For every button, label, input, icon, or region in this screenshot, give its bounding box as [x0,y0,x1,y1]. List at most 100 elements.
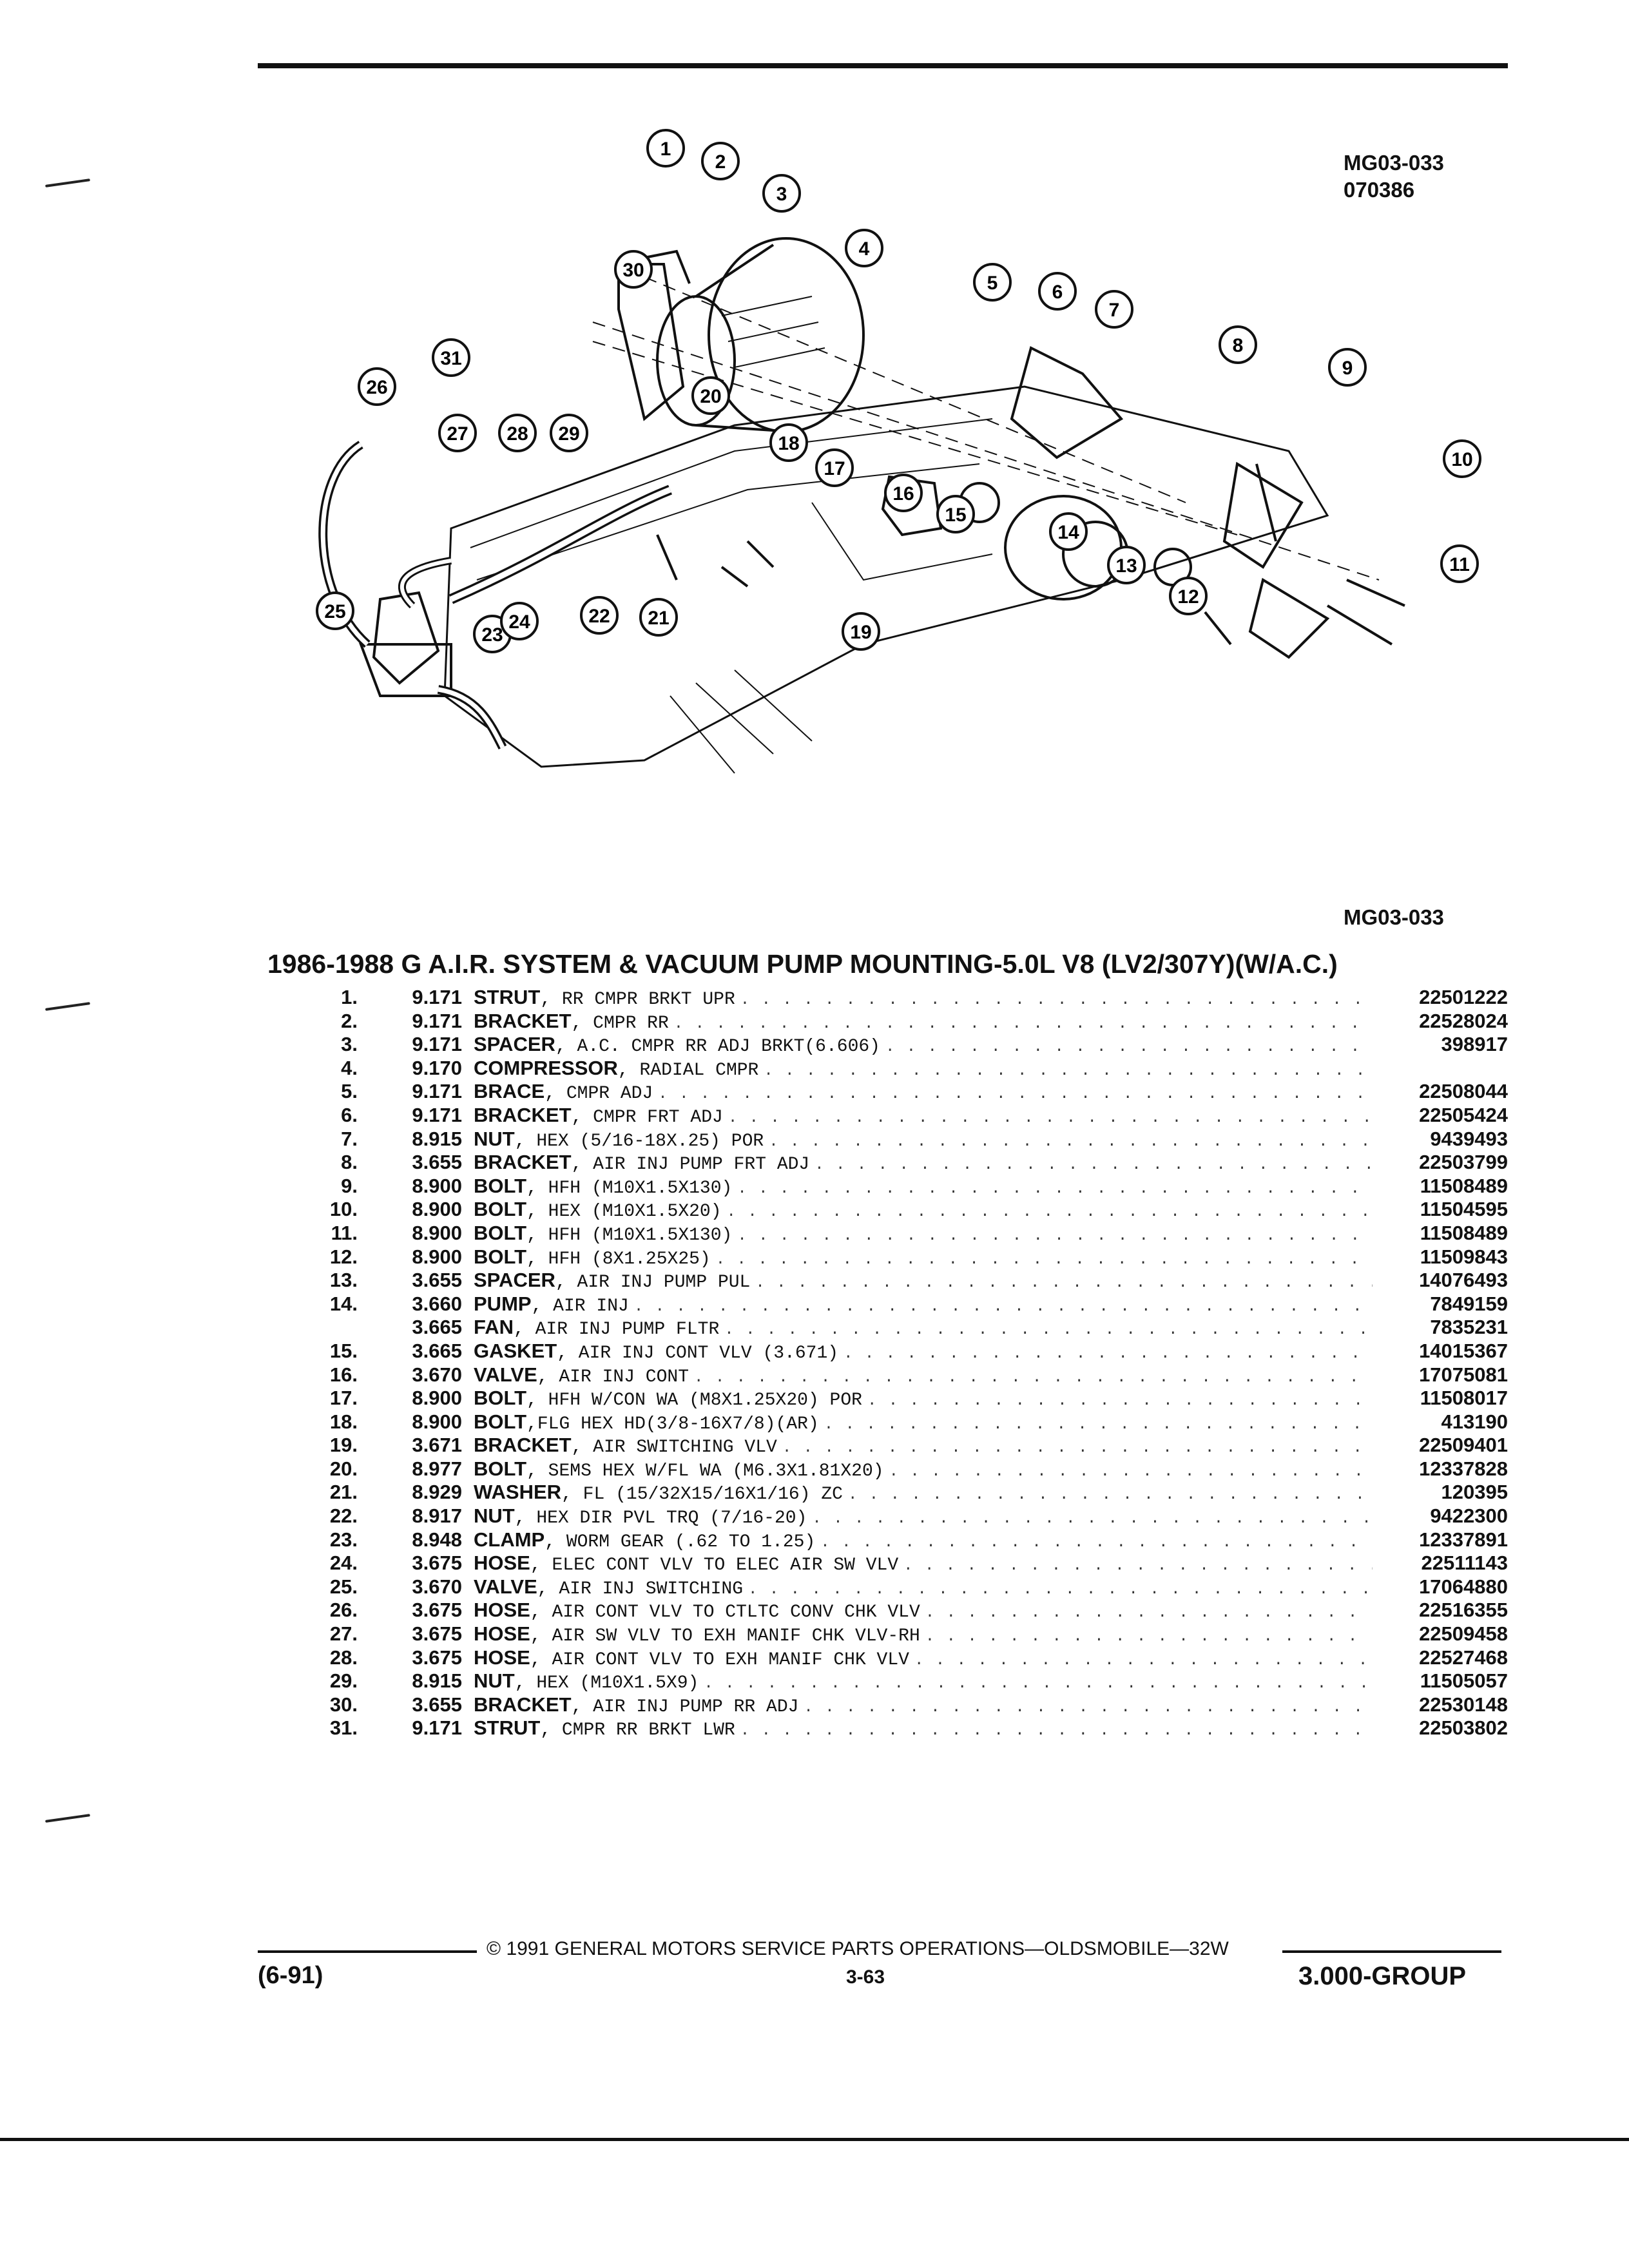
callout-20: 20 [691,376,730,415]
part-name: BOLT [474,1457,527,1480]
part-description: , HEX (M10X1.5X9) [514,1673,699,1693]
callout-label: 14 [1057,522,1079,543]
callout-label: 4 [859,238,870,260]
callout-circle [884,474,923,512]
callout-label: 5 [987,273,998,294]
group-number: 3.675 [412,1599,462,1622]
part-name: BOLT [474,1198,527,1221]
callout-circle [438,414,477,452]
part-number: 14015367 [1419,1339,1508,1362]
top-rule [258,63,1508,68]
part-number: 22511143 [1421,1552,1508,1575]
part-name: WASHER [474,1481,562,1504]
part-number: 398917 [1441,1033,1508,1056]
part-description: , AIR INJ PUMP FLTR [514,1320,720,1340]
callout-label: 20 [700,386,721,407]
group-number: 9.171 [412,1033,462,1056]
part-number: 22501222 [1419,986,1508,1008]
callout-circle [1169,577,1208,615]
part-number: 14076493 [1419,1269,1508,1292]
callout-label: 29 [558,423,579,445]
part-name: BRACKET [474,1009,572,1032]
part-number: 12337828 [1419,1457,1508,1480]
part-name: NUT [474,1504,515,1528]
part-name: STRUT [474,986,541,1008]
part-name: HOSE [474,1646,530,1669]
part-description: , AIR CONT VLV TO EXH MANIF CHK VLV [530,1649,909,1670]
leader-dots [629,1298,1373,1316]
part-name: NUT [474,1669,515,1693]
callout-circle [614,250,653,289]
item-number: 16. [329,1363,358,1386]
part-description: , CMPR FRT ADJ [571,1107,723,1128]
part-description: , HFH W/CON WA (M8X1.25X20) POR [526,1390,862,1410]
callout-3: 3 [762,174,801,213]
callout-label: 22 [588,606,610,627]
callout-14: 14 [1049,512,1088,551]
callout-circle [842,612,880,651]
leader-dots [920,1604,1373,1622]
item-number: 18. [329,1410,358,1433]
callout-label: 19 [850,622,871,643]
callout-circle [1107,546,1146,584]
group-number: 8.900 [412,1410,462,1433]
part-description: , AIR SWITCHING VLV [571,1437,777,1457]
item-number: 2. [341,1009,358,1032]
leader-dots [732,1227,1373,1245]
part-number: 22503802 [1419,1716,1508,1740]
callout-31: 31 [432,338,470,377]
item-number: 24. [329,1552,358,1575]
part-number: 22509458 [1419,1622,1508,1646]
group-number: 8.948 [412,1528,462,1551]
item-number: 26. [329,1599,358,1622]
part-number: 17075081 [1419,1363,1508,1386]
part-description: , AIR INJ CONT [537,1367,689,1387]
part-name: NUT [474,1127,515,1150]
item-number: 21. [329,1481,358,1504]
callout-circle [701,142,740,180]
leader-dots [669,1015,1373,1033]
part-number: 11508017 [1420,1387,1508,1410]
part-description: , A.C. CMPR RR ADJ BRKT(6.606) [555,1037,880,1057]
group-number: 9.171 [412,1009,462,1032]
group-number: 8.929 [412,1481,462,1504]
item-number: 23. [329,1528,358,1551]
leader-dots [819,1416,1373,1434]
callout-15: 15 [936,495,975,533]
callout-16: 16 [884,474,923,512]
callout-circle [1038,272,1077,311]
part-name: COMPRESSOR [474,1056,618,1079]
part-number: 9439493 [1430,1127,1508,1150]
group-number: 9.171 [412,986,462,1008]
callout-circle [498,414,537,452]
leader-dots [735,1722,1373,1740]
scan-mark [45,1002,90,1011]
line-art [318,237,1405,774]
part-name: BRACKET [474,1434,572,1457]
callout-circle [973,263,1012,302]
item-number: 5. [341,1080,358,1103]
callout-10: 10 [1443,439,1481,478]
item-number: 12. [329,1245,358,1268]
callout-circle [936,495,975,533]
group-number: 8.915 [412,1127,462,1150]
callout-circle [550,414,588,452]
part-number: 7835231 [1430,1316,1508,1339]
leader-dots [711,1251,1373,1269]
group-number: 3.665 [412,1339,462,1362]
part-number: 22530148 [1419,1693,1508,1716]
callout-30: 30 [614,250,653,289]
part-description: , HFH (8X1.25X25) [526,1249,711,1269]
callout-label: 18 [778,433,799,454]
callout-label: 9 [1342,358,1353,379]
diagram-code-text: MG03-033 [1344,151,1444,175]
group-number: 3.655 [412,1693,462,1716]
